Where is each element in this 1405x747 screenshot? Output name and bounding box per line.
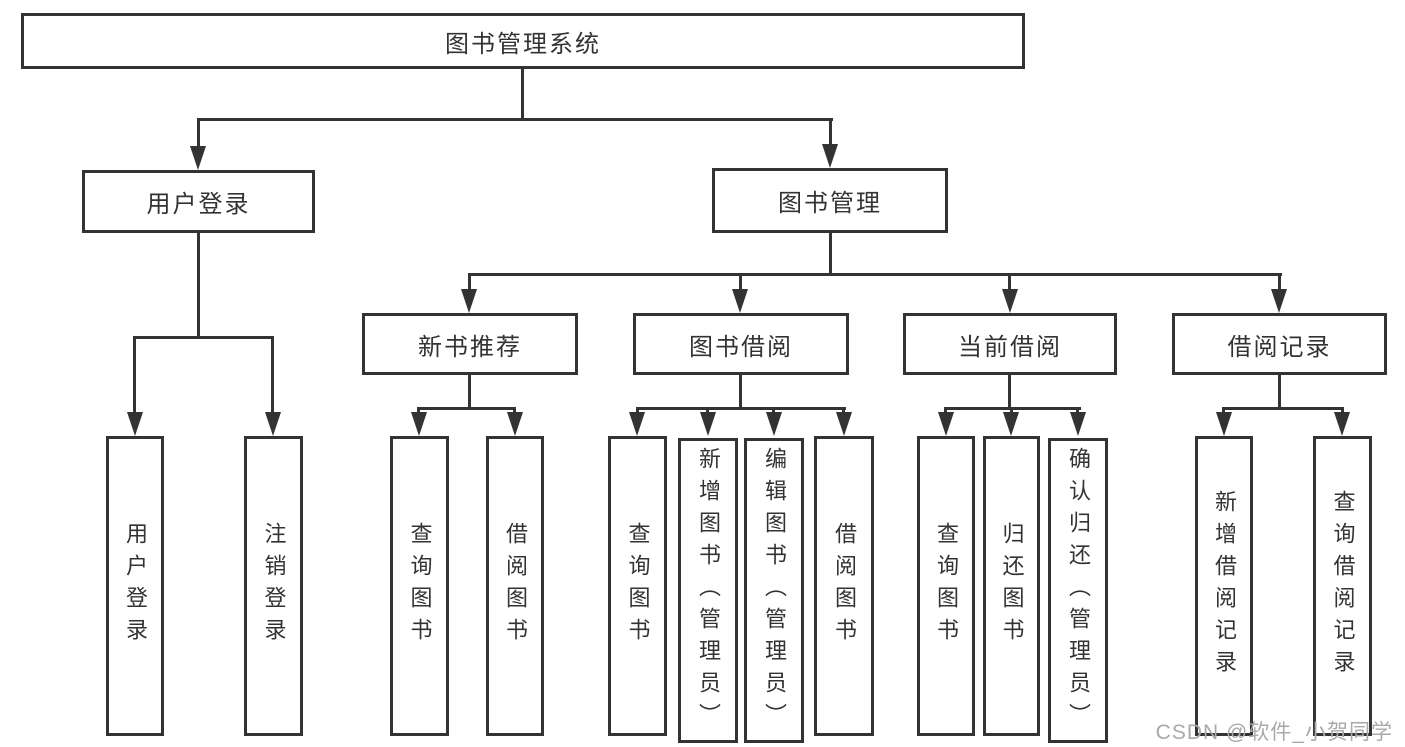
connector-line (197, 233, 200, 339)
node-current-borrow-label: 当前借阅 (958, 333, 1062, 361)
connector-line (468, 273, 1282, 276)
arrow-down-icon (700, 412, 716, 436)
connector-line (739, 375, 742, 409)
leaf-return-book-label: 归还图书 (999, 522, 1025, 650)
arrow-down-icon (1216, 412, 1232, 436)
node-new-book-recommend: 新书推荐 (362, 313, 578, 375)
leaf-query-books-borrow: 查询图书 (608, 436, 667, 736)
arrow-down-icon (265, 412, 281, 436)
arrow-down-icon (1002, 289, 1018, 313)
arrow-down-icon (629, 412, 645, 436)
node-current-borrow: 当前借阅 (903, 313, 1117, 375)
leaf-add-book-admin: 新增图书（管理员） (678, 438, 738, 743)
arrow-down-icon (1003, 412, 1019, 436)
connector-line (417, 407, 516, 410)
node-borrow-records-label: 借阅记录 (1227, 333, 1332, 361)
leaf-query-books-current: 查询图书 (917, 436, 975, 736)
connector-line (1222, 407, 1225, 416)
arrow-down-icon (411, 412, 427, 436)
arrow-down-icon (190, 146, 206, 170)
arrow-down-icon (127, 412, 143, 436)
leaf-user-login: 用户登录 (106, 436, 164, 736)
leaf-query-borrow-record-label: 查询借阅记录 (1330, 490, 1356, 682)
node-book-management: 图书管理 (712, 168, 948, 233)
leaf-user-login-label: 用户登录 (123, 522, 148, 650)
leaf-borrow-books-borrow: 借阅图书 (814, 436, 874, 736)
node-library-system-label: 图书管理系统 (445, 30, 601, 58)
connector-line (636, 407, 846, 410)
arrow-down-icon (461, 289, 477, 313)
arrow-down-icon (938, 412, 954, 436)
connector-line (706, 407, 709, 416)
connector-line (197, 118, 200, 150)
connector-line (1008, 375, 1011, 409)
connector-line (133, 336, 274, 339)
leaf-query-books-recommend-label: 查询图书 (407, 522, 433, 650)
leaf-borrow-books-recommend: 借阅图书 (486, 436, 544, 736)
connector-line (1008, 273, 1011, 293)
node-library-system: 图书管理系统 (21, 13, 1025, 69)
connector-line (944, 407, 947, 416)
connector-line (197, 118, 833, 121)
connector-line (1278, 375, 1281, 409)
connector-line (417, 407, 420, 416)
connector-line (829, 118, 832, 148)
leaf-add-borrow-record-label: 新增借阅记录 (1212, 490, 1237, 682)
leaf-logout: 注销登录 (244, 436, 303, 736)
arrow-down-icon (1070, 412, 1086, 436)
node-borrow-records: 借阅记录 (1172, 313, 1387, 375)
connector-line (772, 407, 775, 416)
arrow-down-icon (507, 412, 523, 436)
connector-line (1341, 407, 1344, 416)
connector-line (1222, 407, 1344, 410)
leaf-edit-book-admin-label: 编辑图书（管理员） (762, 446, 787, 735)
leaf-logout-label: 注销登录 (261, 522, 287, 650)
arrow-down-icon (822, 144, 838, 168)
node-book-management-label: 图书管理 (778, 190, 882, 217)
arrow-down-icon (1271, 289, 1287, 313)
leaf-query-books-borrow-label: 查询图书 (625, 522, 651, 650)
leaf-confirm-return-admin: 确认归还（管理员） (1048, 438, 1108, 743)
leaf-add-borrow-record: 新增借阅记录 (1195, 436, 1253, 736)
connector-line (1076, 407, 1079, 416)
connector-line (829, 233, 832, 276)
leaf-borrow-books-borrow-label: 借阅图书 (832, 522, 857, 650)
connector-line (1278, 273, 1281, 293)
connector-line (842, 407, 845, 416)
connector-line (271, 336, 274, 416)
leaf-borrow-books-recommend-label: 借阅图书 (503, 522, 528, 650)
leaf-query-books-recommend: 查询图书 (390, 436, 449, 736)
arrow-down-icon (732, 289, 748, 313)
connector-line (739, 273, 742, 293)
node-book-borrow-label: 图书借阅 (689, 333, 793, 361)
leaf-return-book: 归还图书 (983, 436, 1040, 736)
connector-line (468, 273, 471, 293)
connector-line (521, 68, 524, 121)
node-new-book-recommend-label: 新书推荐 (418, 333, 522, 361)
connector-line (1010, 407, 1013, 416)
leaf-query-borrow-record: 查询借阅记录 (1313, 436, 1372, 736)
leaf-add-book-admin-label: 新增图书（管理员） (696, 446, 721, 735)
connector-line (636, 407, 639, 416)
arrow-down-icon (766, 412, 782, 436)
node-user-login: 用户登录 (82, 170, 315, 233)
leaf-confirm-return-admin-label: 确认归还（管理员） (1066, 446, 1091, 735)
node-book-borrow: 图书借阅 (633, 313, 849, 375)
connector-line (468, 375, 471, 409)
csdn-watermark: CSDN @软件_小贺同学 (1155, 721, 1393, 744)
arrow-down-icon (1334, 412, 1350, 436)
connector-line (513, 407, 516, 416)
leaf-edit-book-admin: 编辑图书（管理员） (744, 438, 804, 743)
arrow-down-icon (836, 412, 852, 436)
node-user-login-label: 用户登录 (146, 191, 251, 218)
connector-line (133, 336, 136, 416)
leaf-query-books-current-label: 查询图书 (934, 522, 959, 650)
